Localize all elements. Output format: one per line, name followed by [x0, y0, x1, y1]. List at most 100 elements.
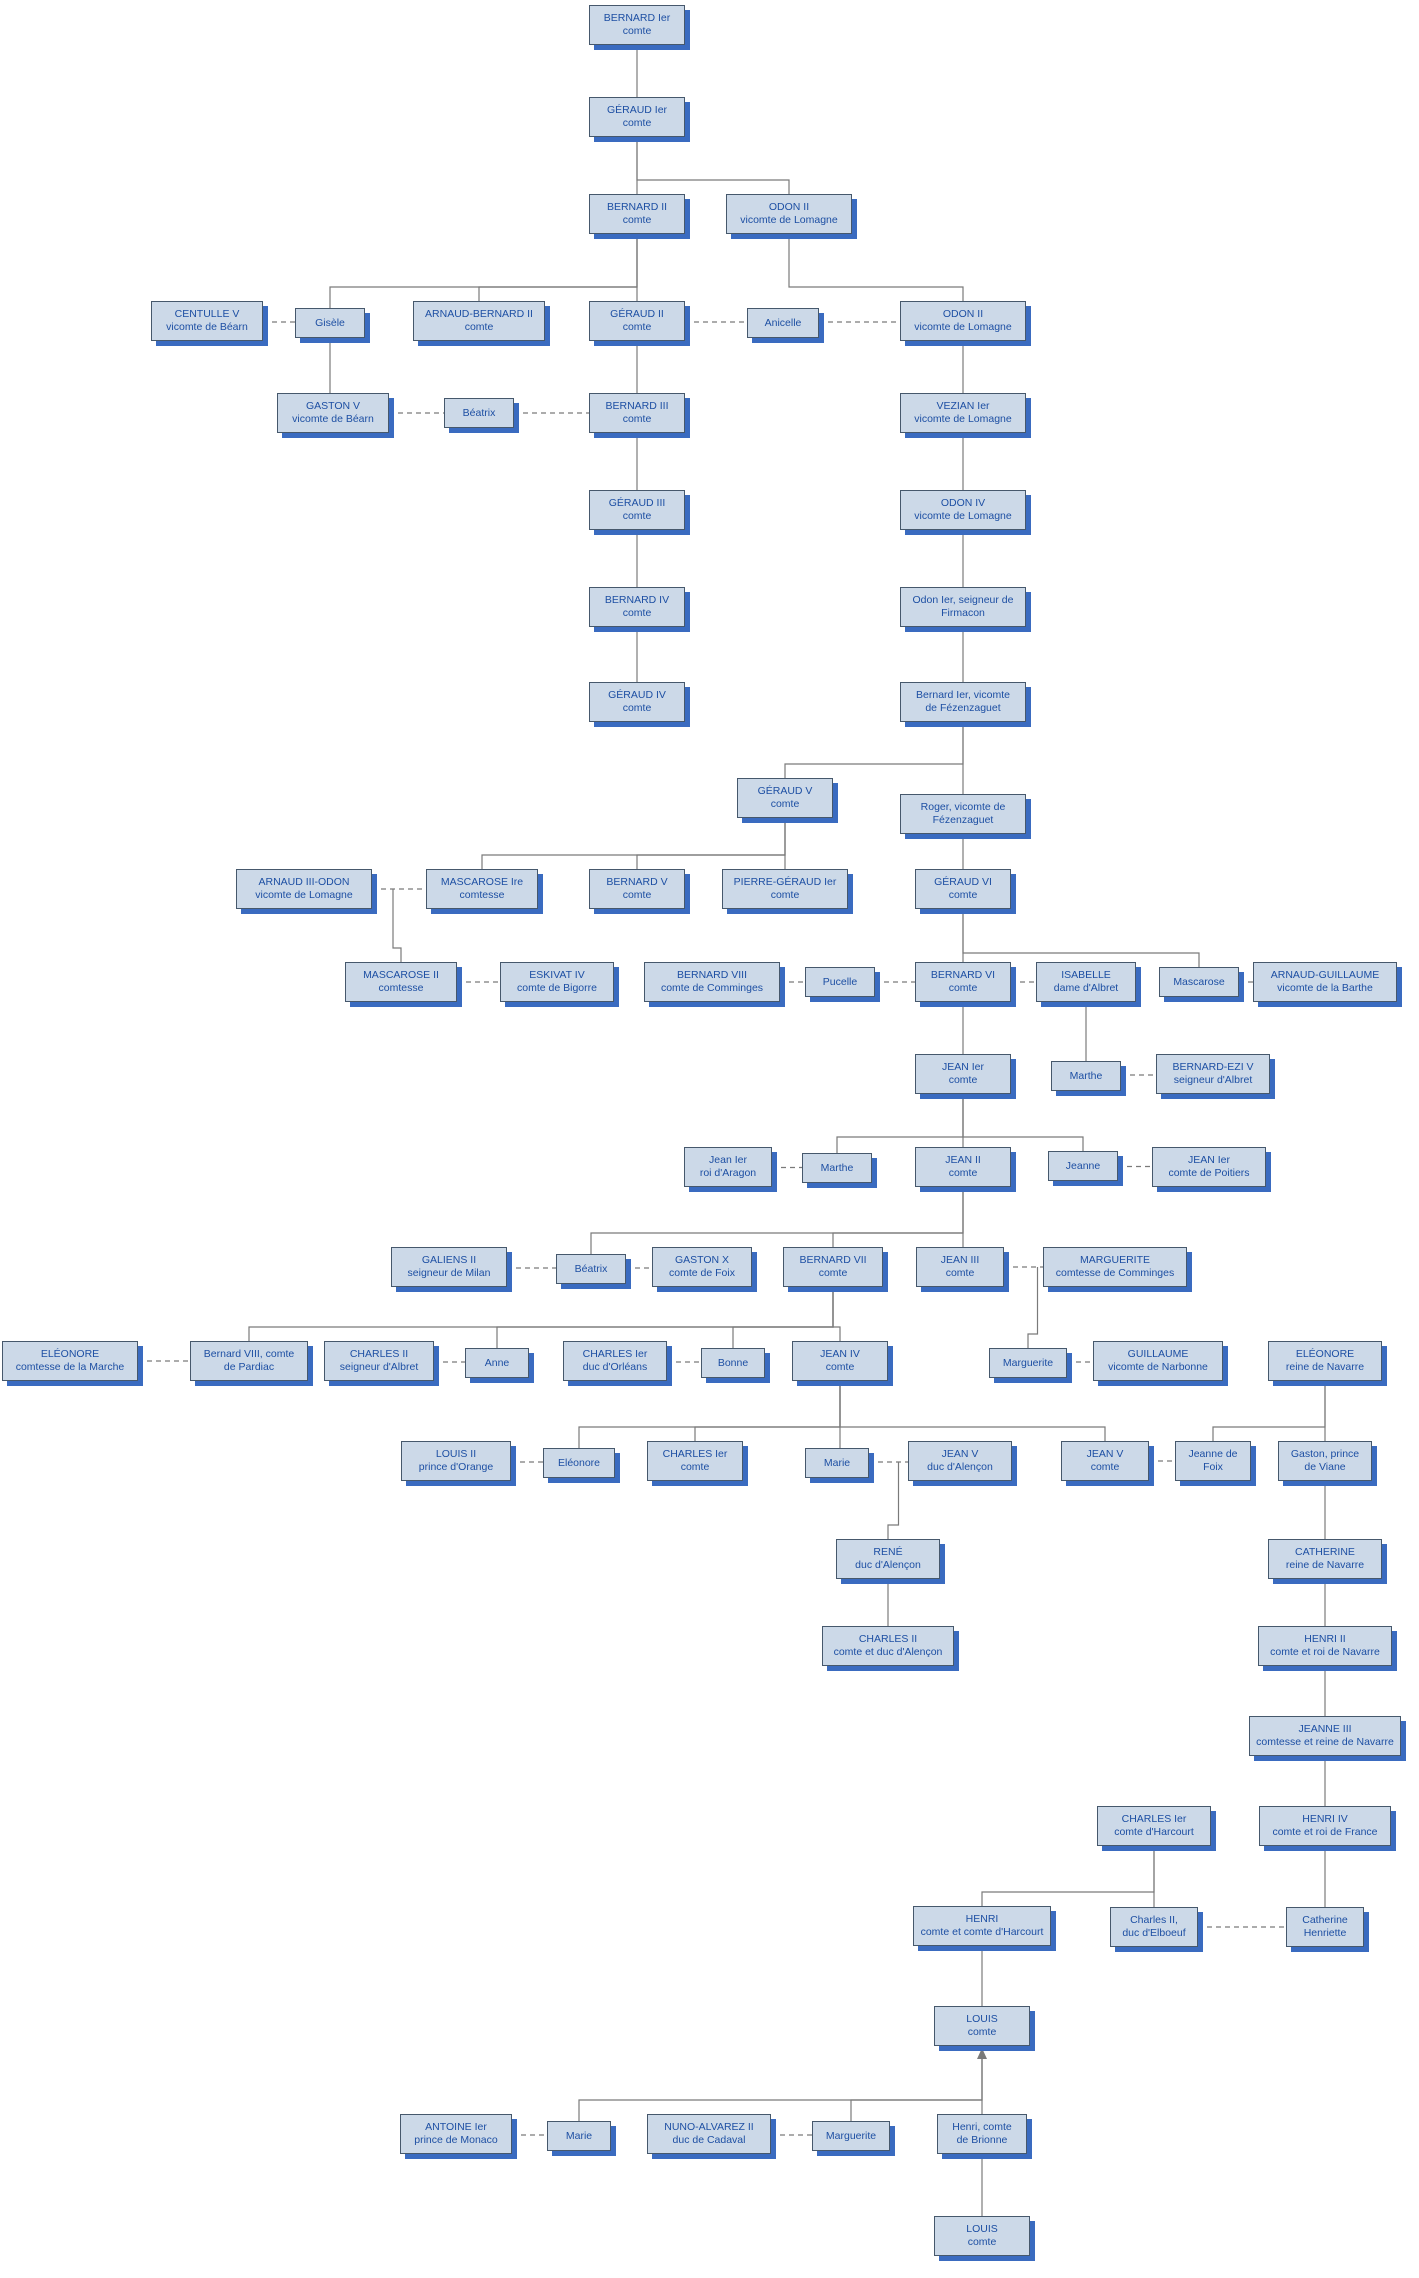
tree-node-label: Catherine	[1302, 1914, 1348, 1926]
tree-node-charlesElboeuf: Charles II,duc d'Elboeuf	[1110, 1907, 1198, 1947]
tree-node-label: CENTULLE V	[174, 308, 240, 320]
tree-node-label: Gaston, prince	[1290, 1448, 1360, 1460]
tree-node-label: ARNAUD III-ODON	[258, 876, 350, 888]
tree-node-label: JEANNE III	[1298, 1723, 1352, 1735]
tree-node-label: CHARLES II	[349, 1348, 409, 1360]
tree-node-label: Marguerite	[1002, 1356, 1054, 1369]
tree-node-marie2: Marie	[547, 2121, 611, 2151]
tree-node-label: VEZIAN Ier	[936, 400, 990, 412]
tree-node-label: Bernard Ier, vicomte	[916, 689, 1010, 701]
tree-node-label: Marie	[823, 1456, 851, 1469]
tree-node-label: comtesse de Comminges	[1055, 1267, 1175, 1279]
tree-node-label: de Pardiac	[223, 1361, 275, 1373]
descent-line	[478, 234, 638, 301]
tree-node-label: duc de Cadaval	[672, 2134, 746, 2146]
descent-line	[481, 818, 786, 869]
tree-node-label: Anne	[484, 1356, 510, 1369]
tree-node-label: BERNARD V	[606, 876, 668, 888]
tree-node-anicelle: Anicelle	[747, 308, 819, 338]
descent-line	[962, 1094, 1084, 1151]
tree-node-label: Anicelle	[764, 316, 802, 329]
tree-node-label: comte	[967, 2026, 997, 2038]
tree-node-label: GÉRAUD IV	[608, 689, 666, 701]
tree-node-label: MARGUERITE	[1079, 1254, 1150, 1266]
tree-node-label: comte et roi de France	[1272, 1826, 1378, 1838]
tree-node-label: PIERRE-GÉRAUD Ier	[733, 876, 837, 888]
tree-node-label: Pucelle	[822, 975, 858, 988]
tree-node-marthe1: Marthe	[1051, 1061, 1121, 1091]
tree-node-label: BERNARD Ier	[603, 12, 671, 24]
tree-node-label: ARNAUD-GUILLAUME	[1270, 969, 1380, 981]
tree-node-label: comte	[622, 25, 652, 37]
tree-node-label: MASCAROSE II	[363, 969, 439, 981]
tree-node-label: NUNO-ALVAREZ II	[664, 2121, 754, 2133]
tree-node-label: CHARLES Ier	[582, 1348, 648, 1360]
tree-node-label: ODON IV	[940, 497, 986, 509]
tree-node-label: Marie	[565, 2129, 593, 2142]
tree-node-label: JEAN III	[940, 1254, 980, 1266]
tree-node-label: Béatrix	[462, 406, 496, 419]
descent-line	[694, 1381, 841, 1441]
tree-node-label: vicomte de Lomagne	[914, 413, 1012, 425]
tree-node-label: ISABELLE	[1061, 969, 1111, 981]
tree-node-label: vicomte de Narbonne	[1108, 1361, 1208, 1373]
tree-node-label: comte et roi de Navarre	[1270, 1646, 1380, 1658]
tree-node-label: GASTON V	[305, 400, 361, 412]
tree-node-label: reine de Navarre	[1285, 1559, 1365, 1571]
descent-line	[850, 2046, 983, 2121]
tree-node-label: prince d'Orange	[418, 1461, 494, 1473]
tree-node-label: Charles II,	[1130, 1914, 1178, 1926]
tree-node-label: BERNARD VI	[930, 969, 996, 981]
tree-node-label: comte de Bigorre	[517, 982, 597, 994]
descent-line	[1212, 1381, 1326, 1441]
tree-node-label: de Viane	[1304, 1461, 1346, 1473]
tree-node-marguerite1: Marguerite	[989, 1348, 1067, 1378]
tree-node-label: MASCAROSE Ire	[440, 876, 524, 888]
tree-node-label: comte et duc d'Alençon	[833, 1646, 943, 1658]
tree-node-label: ANTOINE Ier	[425, 2121, 487, 2133]
descent-line	[590, 1187, 964, 1254]
tree-node-label: comte	[622, 510, 652, 522]
tree-node-label: comtesse	[378, 982, 424, 994]
tree-node-label: BERNARD VII	[799, 1254, 867, 1266]
tree-node-label: vicomte de la Barthe	[1277, 982, 1373, 994]
tree-node-label: comte	[622, 413, 652, 425]
tree-node-label: CHARLES Ier	[662, 1448, 728, 1460]
tree-node-label: ODON II	[768, 201, 810, 213]
tree-node-label: HENRI	[965, 1913, 999, 1925]
tree-node-label: comte	[1090, 1461, 1120, 1473]
tree-node-label: comte	[825, 1361, 855, 1373]
tree-node-label: GÉRAUD VI	[934, 876, 992, 888]
tree-node-label: comtesse	[459, 889, 505, 901]
tree-node-label: Bonne	[717, 1356, 749, 1369]
descent-line	[962, 909, 1200, 967]
